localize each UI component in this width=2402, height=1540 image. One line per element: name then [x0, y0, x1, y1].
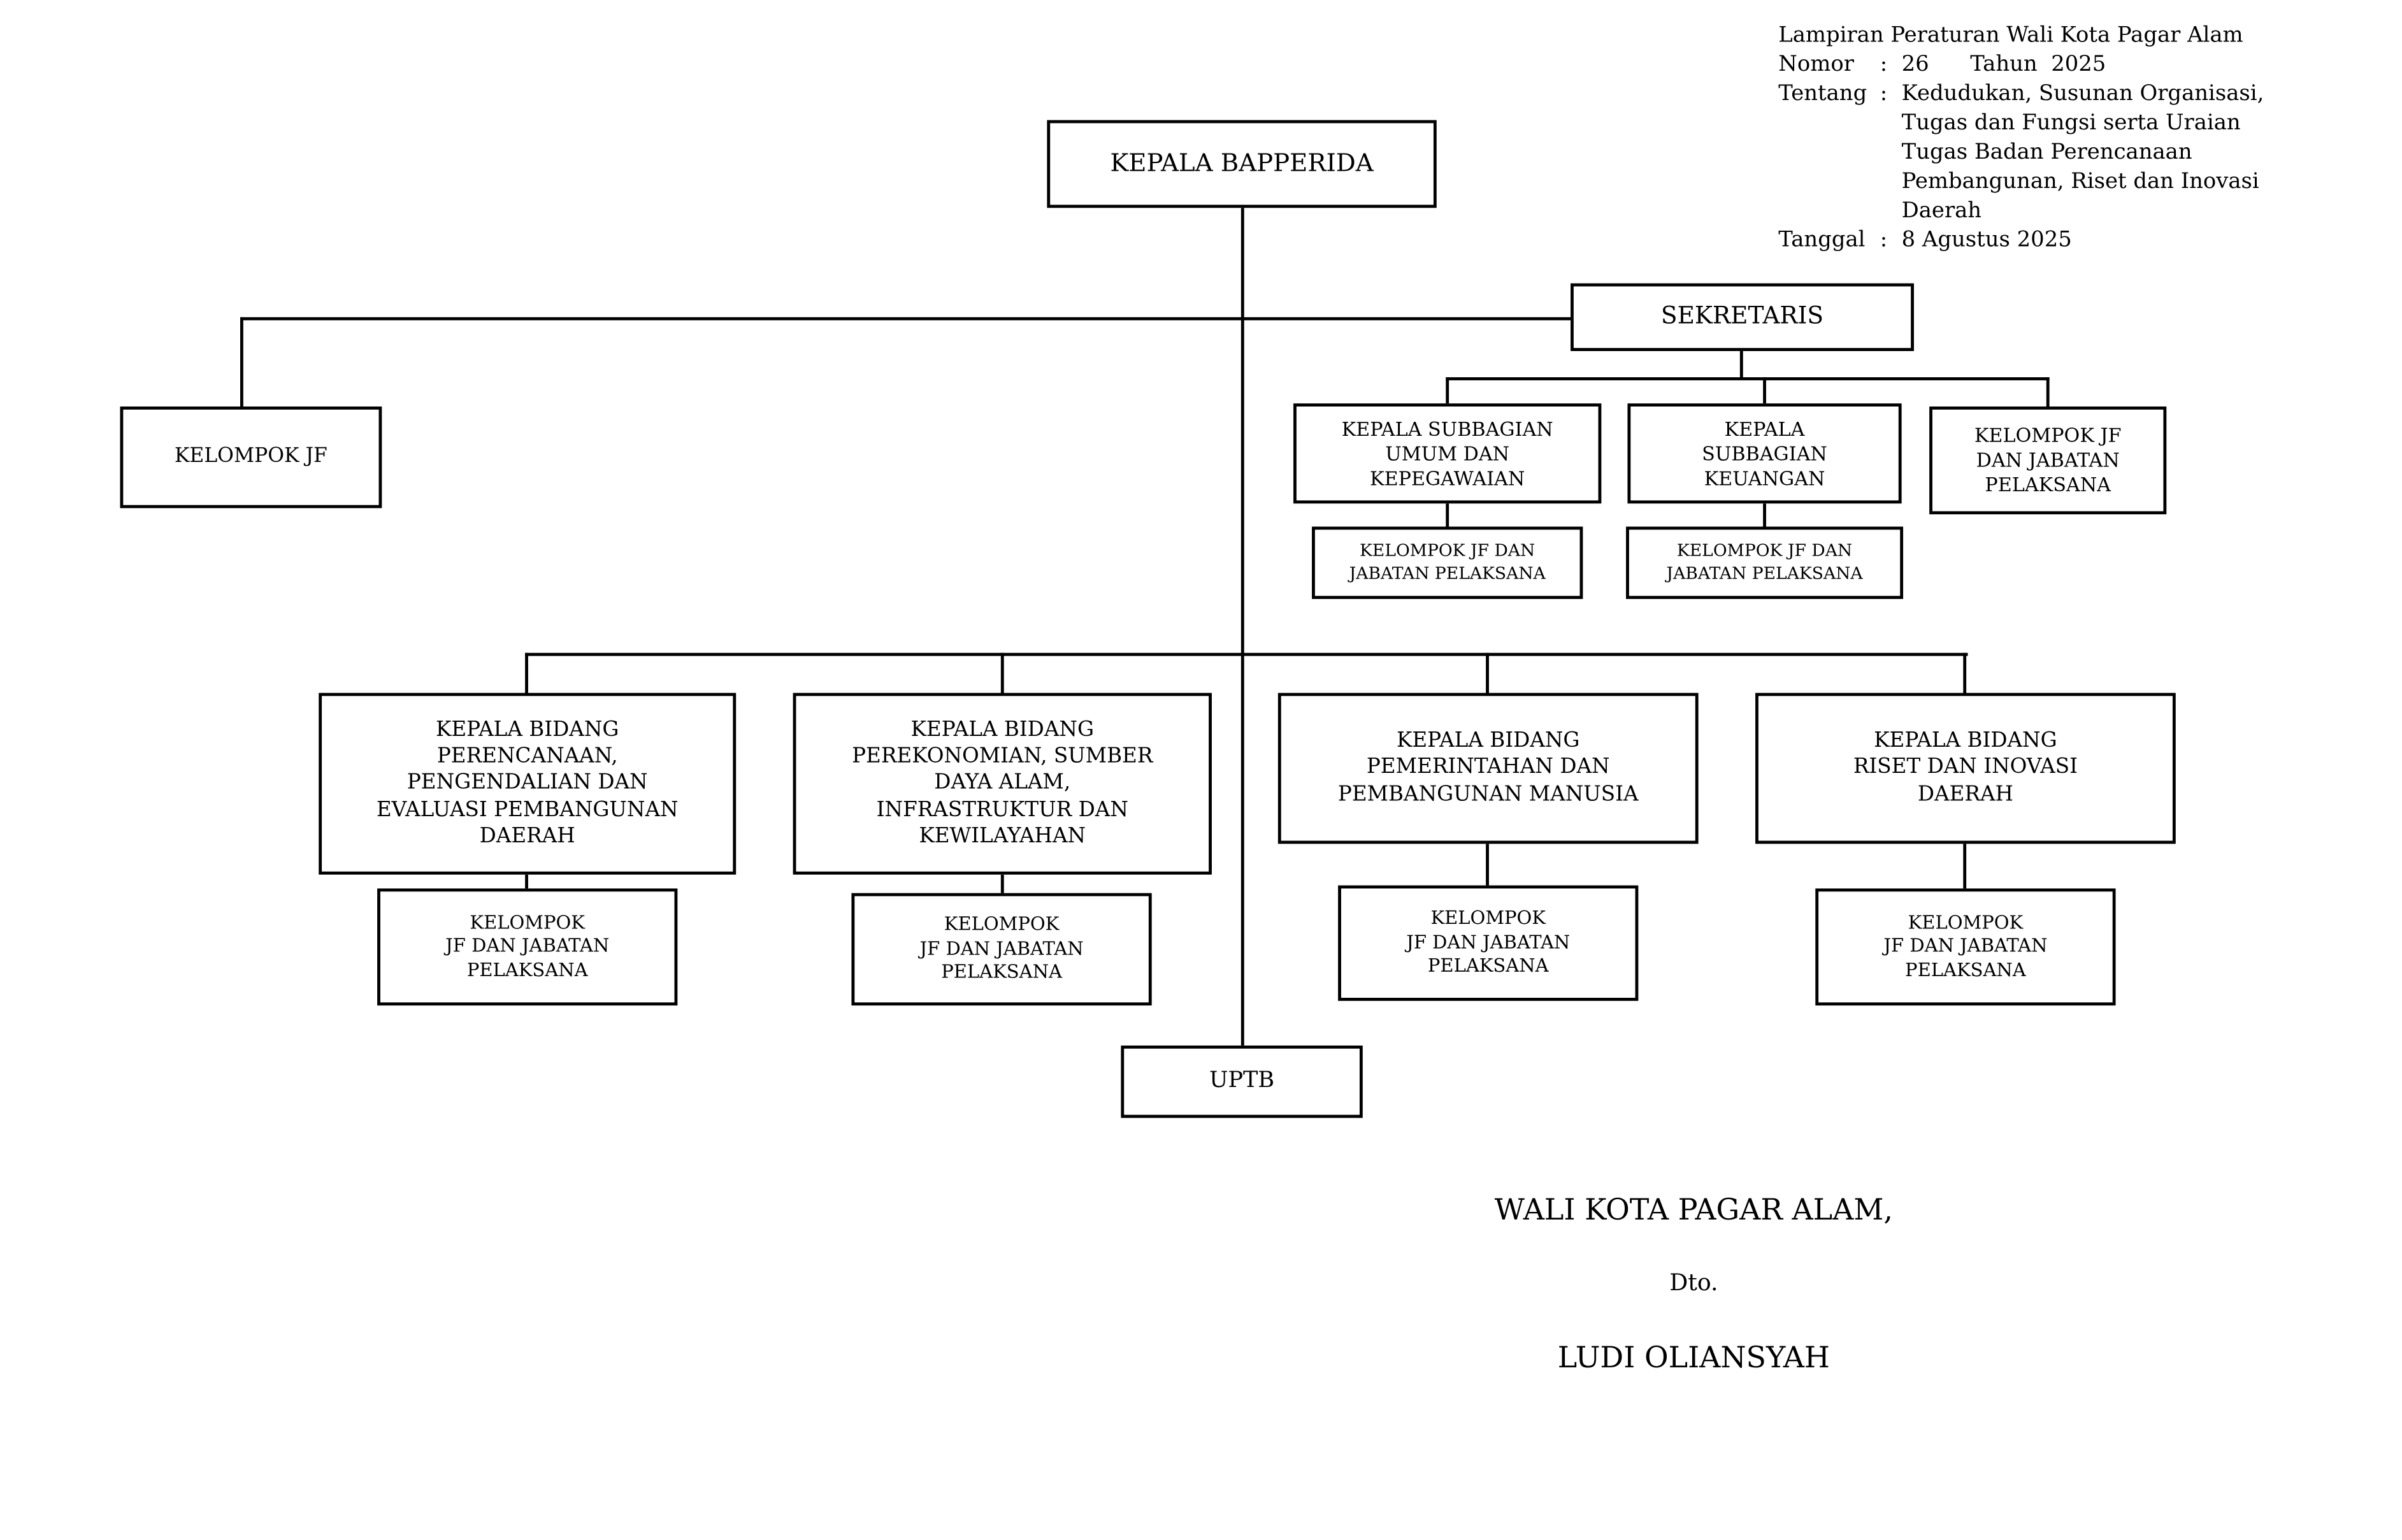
org-box-label: KEPALA BIDANG PERENCANAAN, PENGENDALIAN … — [376, 717, 679, 849]
connector-line-main-spine — [1241, 208, 1244, 1046]
org-box-label: KELOMPOK JF DAN JABATAN PELAKSANA — [1974, 423, 2122, 496]
note-row-tanggal: Tanggal : 8 Agustus 2025 — [1778, 227, 2351, 256]
signature-block: WALI KOTA PAGAR ALAM, Dto. LUDI OLIANSYA… — [1424, 1193, 1963, 1375]
org-box-uptb: UPTB — [1121, 1045, 1363, 1118]
org-box-label: KEPALA BAPPERIDA — [1110, 148, 1374, 178]
org-box-bidang-pemerintahan: KEPALA BIDANG PEMERINTAHAN DAN PEMBANGUN… — [1277, 693, 1699, 844]
connector-line-sekretaris-horizontal — [1446, 377, 2050, 380]
org-box-bidang-perekonomian: KEPALA BIDANG PEREKONOMIAN, SUMBER DAYA … — [793, 693, 1212, 875]
connector-line-keuangan-child — [1763, 503, 1766, 527]
connector-line-bidang1-child — [525, 874, 528, 889]
note-row-nomor: Nomor : 26 Tahun 2025 — [1778, 51, 2351, 80]
note-colon: : — [1880, 82, 1888, 106]
org-box-sekretaris: SEKRETARIS — [1571, 283, 1914, 352]
connector-line-top-horizontal — [240, 317, 1574, 320]
connector-line-bidang2-drop — [1000, 652, 1004, 693]
connector-line-umum-child — [1446, 503, 1449, 527]
org-box-bidang-perencanaan: KEPALA BIDANG PERENCANAAN, PENGENDALIAN … — [319, 693, 737, 875]
org-box-kelompok-jf: KELOMPOK JF — [120, 407, 382, 508]
org-box-label: KELOMPOK JF DAN JABATAN PELAKSANA — [1349, 541, 1546, 583]
org-box-label: KEPALA BIDANG PEREKONOMIAN, SUMBER DAYA … — [852, 717, 1153, 849]
connector-line-sekretaris-drop — [1739, 351, 1743, 379]
signature-dto: Dto. — [1669, 1269, 1718, 1297]
org-box-label: KELOMPOK JF DAN JABATAN PELAKSANA — [445, 911, 610, 981]
connector-line-bidang1-drop — [525, 652, 528, 693]
connector-line-subbag-umum-drop — [1446, 377, 1449, 404]
org-box-bidang4-kelompok-jf: KELOMPOK JF DAN JABATAN PELAKSANA — [1815, 888, 2116, 1006]
connector-line-bidang-horizontal — [525, 652, 1968, 656]
note-label-tentang: Tentang — [1778, 82, 1867, 106]
lampiran-title: Lampiran Peraturan Wali Kota Pagar Alam — [1778, 23, 2243, 48]
org-box-keuangan-kelompok-jf: KELOMPOK JF DAN JABATAN PELAKSANA — [1626, 526, 1904, 600]
note-colon: : — [1880, 228, 1888, 253]
connector-line-bidang2-child — [1000, 874, 1004, 893]
org-box-label: KELOMPOK JF DAN JABATAN PELAKSANA — [1666, 541, 1863, 583]
note-value-tentang: Kedudukan, Susunan Organisasi, Tugas dan… — [1901, 82, 2264, 224]
org-box-subbag-umum-kepegawaian: KEPALA SUBBAGIAN UMUM DAN KEPEGAWAIAN — [1293, 403, 1602, 504]
lampiran-note: Lampiran Peraturan Wali Kota Pagar Alam … — [1778, 22, 2351, 256]
org-box-label: KEPALA BIDANG PEMERINTAHAN DAN PEMBANGUN… — [1337, 728, 1639, 807]
org-box-subbag-keuangan: KEPALA SUBBAGIAN KEUANGAN — [1627, 403, 1902, 504]
org-box-umum-kelompok-jf: KELOMPOK JF DAN JABATAN PELAKSANA — [1312, 526, 1583, 600]
org-box-label: KELOMPOK JF DAN JABATAN PELAKSANA — [1406, 907, 1571, 977]
connector-line-bidang4-drop — [1963, 652, 1967, 693]
note-label-tanggal: Tanggal — [1778, 228, 1866, 253]
connector-line-bidang3-child — [1486, 844, 1489, 886]
org-box-label: UPTB — [1209, 1069, 1275, 1094]
connector-line-kelompok-jf-drop — [240, 317, 243, 407]
connector-line-bidang3-drop — [1486, 652, 1489, 693]
note-value-tanggal: 8 Agustus 2025 — [1901, 228, 2072, 253]
org-box-bidang1-kelompok-jf: KELOMPOK JF DAN JABATAN PELAKSANA — [377, 888, 678, 1006]
org-box-label: KELOMPOK JF DAN JABATAN PELAKSANA — [1883, 911, 2048, 981]
org-box-label: SEKRETARIS — [1660, 301, 1824, 330]
note-label-nomor: Nomor — [1778, 52, 1854, 77]
org-box-bidang-riset-inovasi: KEPALA BIDANG RISET DAN INOVASI DAERAH — [1755, 693, 2176, 844]
org-box-label: KEPALA SUBBAGIAN KEUANGAN — [1702, 416, 1827, 489]
connector-line-sek-jf-drop — [2046, 377, 2050, 407]
org-box-label: KEPALA SUBBAGIAN UMUM DAN KEPEGAWAIAN — [1341, 416, 1553, 489]
connector-line-bidang4-child — [1963, 844, 1967, 889]
org-box-label: KEPALA BIDANG RISET DAN INOVASI DAERAH — [1853, 728, 2078, 807]
org-box-sekretariat-kelompok-jf: KELOMPOK JF DAN JABATAN PELAKSANA — [1929, 407, 2167, 515]
note-value-nomor: 26 Tahun 2025 — [1901, 52, 2106, 77]
note-colon: : — [1880, 52, 1888, 77]
org-box-label: KELOMPOK JF DAN JABATAN PELAKSANA — [919, 914, 1084, 983]
org-box-bidang3-kelompok-jf: KELOMPOK JF DAN JABATAN PELAKSANA — [1338, 885, 1639, 1001]
signature-title: WALI KOTA PAGAR ALAM, — [1494, 1193, 1893, 1228]
org-box-bidang2-kelompok-jf: KELOMPOK JF DAN JABATAN PELAKSANA — [851, 893, 1152, 1006]
note-row-tentang: Tentang : Kedudukan, Susunan Organisasi,… — [1778, 80, 2351, 227]
connector-line-subbag-keuangan-drop — [1763, 377, 1766, 404]
org-box-label: KELOMPOK JF — [174, 444, 327, 468]
org-box-kepala-bapperida: KEPALA BAPPERIDA — [1047, 120, 1437, 208]
signature-name: LUDI OLIANSYAH — [1557, 1341, 1830, 1376]
